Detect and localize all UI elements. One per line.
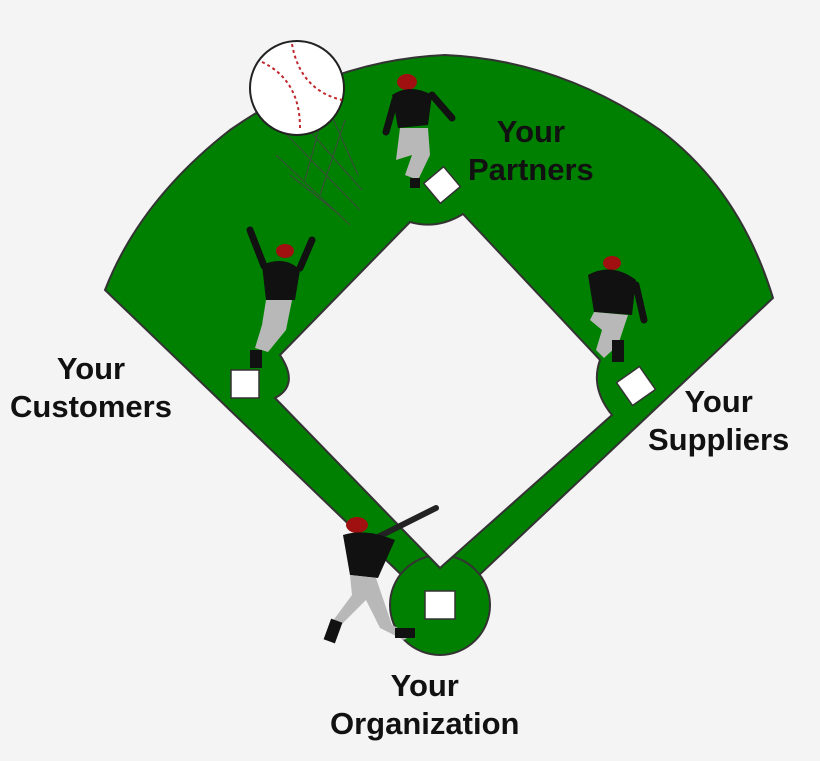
organization-label: Your Organization — [330, 667, 519, 743]
suppliers-label-line1: Your — [684, 384, 753, 419]
baseball-icon — [249, 40, 363, 226]
organization-label-line2: Organization — [330, 706, 520, 741]
customers-label-line2: Customers — [10, 389, 172, 424]
baserunner-icon — [246, 226, 316, 368]
infield — [273, 212, 614, 570]
home-plate — [424, 590, 456, 620]
first-base — [615, 365, 657, 407]
customers-label-line1: Your — [56, 351, 126, 386]
suppliers-label-line2: Suppliers — [648, 422, 790, 457]
partners-label: Your Partners — [468, 113, 594, 189]
organization-label-line1: Your — [390, 668, 459, 703]
batter-icon — [323, 505, 439, 644]
partners-label-line2: Partners — [468, 152, 594, 187]
baserunner-icon — [382, 74, 456, 188]
partners-label-line1: Your — [496, 114, 566, 149]
baserunner-icon — [588, 256, 648, 362]
second-base — [422, 165, 462, 205]
customers-label: Your Customers — [10, 350, 172, 426]
suppliers-label: Your Suppliers — [648, 383, 789, 459]
third-base — [230, 369, 260, 399]
